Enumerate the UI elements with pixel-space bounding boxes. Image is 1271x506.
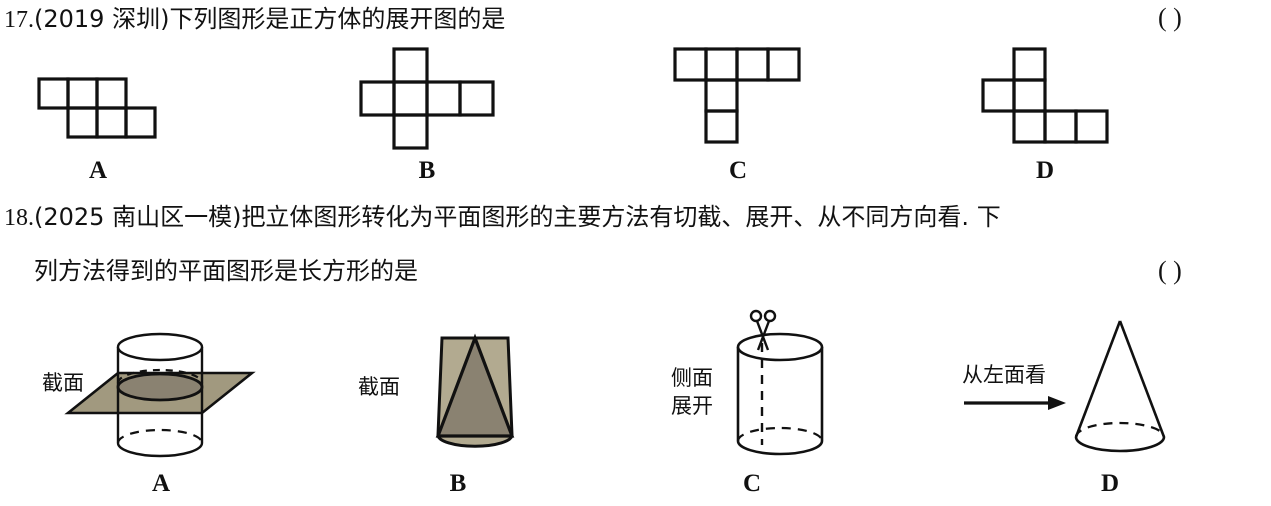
- question-17-source: (2019 深圳): [34, 5, 170, 33]
- question-17-body: 下列图形是正方体的展开图的是: [169, 5, 506, 33]
- question-17-answer-brackets[interactable]: ( ): [1158, 3, 1182, 32]
- figure-17-label-b: B: [418, 157, 436, 184]
- figure-18-label-a: A: [151, 470, 171, 497]
- question-18-body-line1: 把立体图形转化为平面图形的主要方法有切截、展开、从不同方向看. 下: [241, 203, 1001, 231]
- scissors-icon: [749, 309, 777, 351]
- figure-17-option-a: [36, 76, 176, 152]
- figure-18-option-a: [40, 325, 260, 465]
- figure-18-option-d: [1060, 315, 1200, 460]
- figure-17-option-b: [358, 46, 503, 156]
- question-18-number: 18.: [4, 205, 34, 231]
- question-18-text-line1: 18.(2025 南山区一模)把立体图形转化为平面图形的主要方法有切截、展开、从…: [4, 202, 1001, 233]
- question-17-number: 17.: [4, 7, 34, 33]
- figure-17-label-a: A: [88, 157, 108, 184]
- question-18-body-line2: 列方法得到的平面图形是长方形的是: [34, 257, 418, 285]
- figure-18-option-b: [420, 332, 530, 457]
- figure-18-option-c: [700, 305, 850, 465]
- arrow-right-icon: [964, 396, 1066, 410]
- figure-18-caption-d: 从左面看: [962, 363, 1046, 387]
- figure-18-label-c: C: [742, 470, 762, 497]
- figure-18-caption-c-line1: 侧面: [671, 366, 713, 390]
- question-18-text-line2: 列方法得到的平面图形是长方形的是: [34, 256, 418, 287]
- question-18-source: (2025 南山区一模): [34, 203, 242, 231]
- figure-18-caption-c-line2: 展开: [671, 394, 713, 418]
- figure-18-arrow-d: [962, 390, 1072, 416]
- figure-18-caption-a: 截面: [42, 371, 84, 395]
- figure-18-caption-b: 截面: [358, 375, 400, 399]
- question-17-text: 17.(2019 深圳)下列图形是正方体的展开图的是: [4, 4, 505, 35]
- figure-17-option-d: [980, 46, 1125, 156]
- figure-17-option-c: [672, 46, 812, 156]
- figure-18-label-b: B: [449, 470, 467, 497]
- figure-17-label-d: D: [1035, 157, 1055, 184]
- figure-18-label-d: D: [1100, 470, 1120, 497]
- figure-17-label-c: C: [728, 157, 748, 184]
- question-18-answer-brackets[interactable]: ( ): [1158, 256, 1182, 285]
